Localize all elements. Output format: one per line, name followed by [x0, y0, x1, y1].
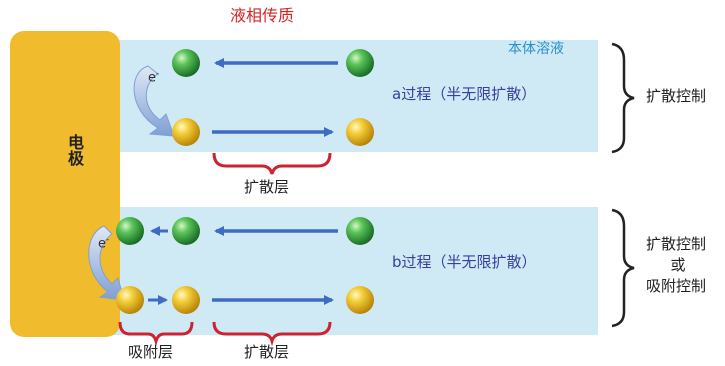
green-sphere-a-bulk — [346, 49, 374, 77]
diffusion-layer-bracket-b — [212, 321, 332, 347]
diffusion-layer-bracket-a — [212, 152, 332, 175]
control-brace-b — [611, 208, 635, 328]
green-sphere-b-surface — [172, 217, 200, 245]
yellow-sphere-a-bulk — [346, 118, 374, 146]
electrode — [10, 31, 120, 337]
control-label-a: 扩散控制 — [646, 87, 707, 105]
control-b-line2: 或 — [670, 256, 686, 274]
yellow-sphere-b-bulk — [346, 286, 374, 314]
diffusion-layer-label-a: 扩散层 — [244, 178, 290, 196]
adsorption-layer-bracket — [118, 321, 194, 347]
green-sphere-b-adsorbed — [116, 217, 144, 245]
electrode-label: 电极 — [65, 134, 84, 166]
electron-label-b: e- — [98, 235, 110, 252]
process-a-label: a过程（半无限扩散） — [392, 85, 537, 103]
control-brace-a — [611, 42, 635, 154]
yellow-sphere-a-surface — [172, 118, 200, 146]
yellow-sphere-b-surface — [172, 286, 200, 314]
green-sphere-b-bulk — [346, 217, 374, 245]
yellow-sphere-b-adsorbed — [116, 286, 144, 314]
electron-label-a: e- — [148, 69, 160, 86]
control-b-line3: 吸附控制 — [646, 277, 707, 295]
title: 液相传质 — [230, 6, 295, 25]
diffusion-layer-label-b: 扩散层 — [244, 343, 290, 361]
green-sphere-a-surface — [172, 49, 200, 77]
control-b-line1: 扩散控制 — [646, 235, 707, 253]
control-label-b: 扩散控制 或 吸附控制 — [646, 234, 722, 297]
bulk-solution-label: 本体溶液 — [508, 41, 564, 57]
process-b-label: b过程（半无限扩散） — [392, 253, 537, 271]
adsorption-layer-label: 吸附层 — [128, 343, 174, 361]
